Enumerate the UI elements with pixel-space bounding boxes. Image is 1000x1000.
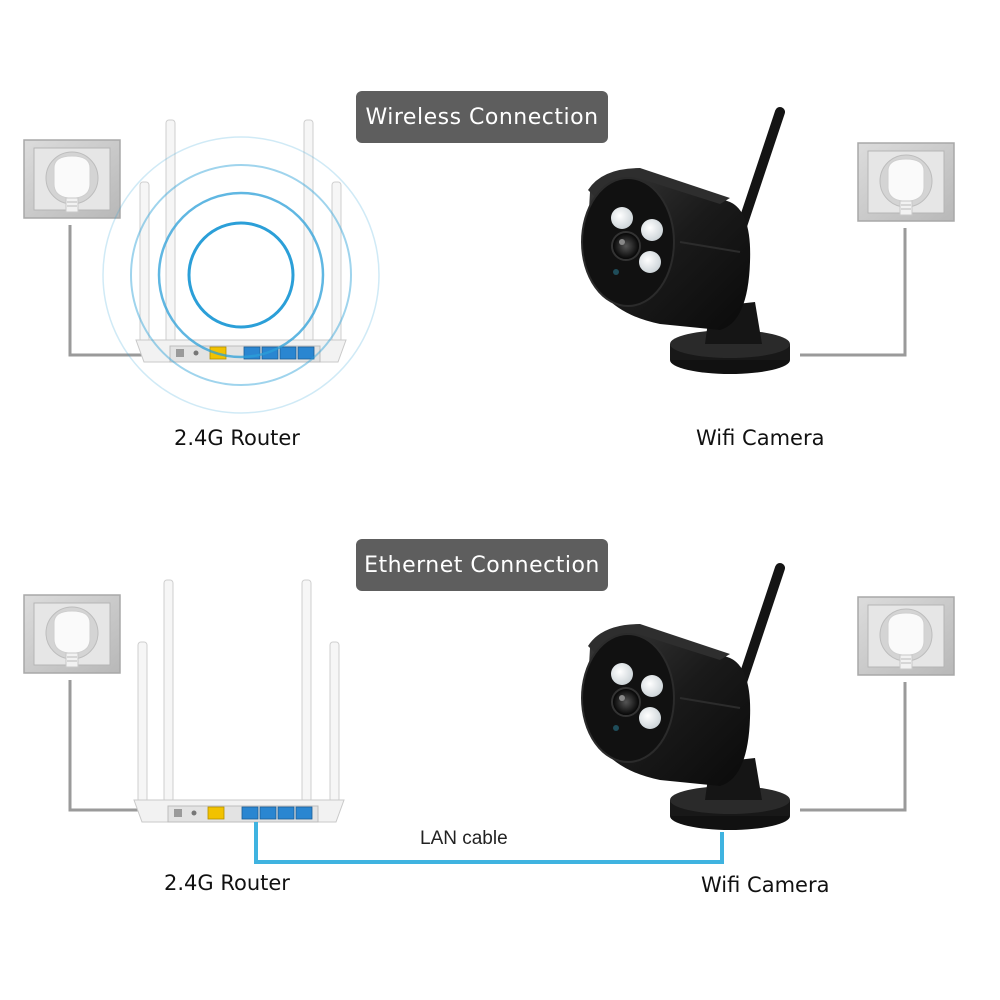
wireless-section — [23, 112, 955, 414]
power-cord-router — [68, 225, 150, 357]
camera-label: Wifi Camera — [696, 426, 825, 450]
power-socket-icon — [857, 142, 955, 222]
router-icon — [133, 579, 345, 823]
wifi-signal-icon — [102, 136, 380, 414]
router-label: 2.4G Router — [164, 871, 290, 895]
power-cord-camera — [800, 682, 907, 812]
ethernet-section — [23, 568, 955, 864]
power-socket-icon — [857, 596, 955, 676]
camera-icon — [582, 568, 790, 830]
camera-icon — [582, 112, 790, 374]
router-label: 2.4G Router — [174, 426, 300, 450]
power-socket-icon — [23, 139, 121, 219]
camera-label: Wifi Camera — [701, 873, 830, 897]
lan-cable-label: LAN cable — [420, 828, 508, 849]
wireless-connection-title: Wireless Connection — [356, 91, 608, 143]
power-cord-router — [68, 680, 140, 812]
power-socket-icon — [23, 594, 121, 674]
ethernet-connection-title: Ethernet Connection — [356, 539, 608, 591]
power-cord-camera — [800, 228, 907, 357]
lan-cable — [254, 822, 724, 864]
